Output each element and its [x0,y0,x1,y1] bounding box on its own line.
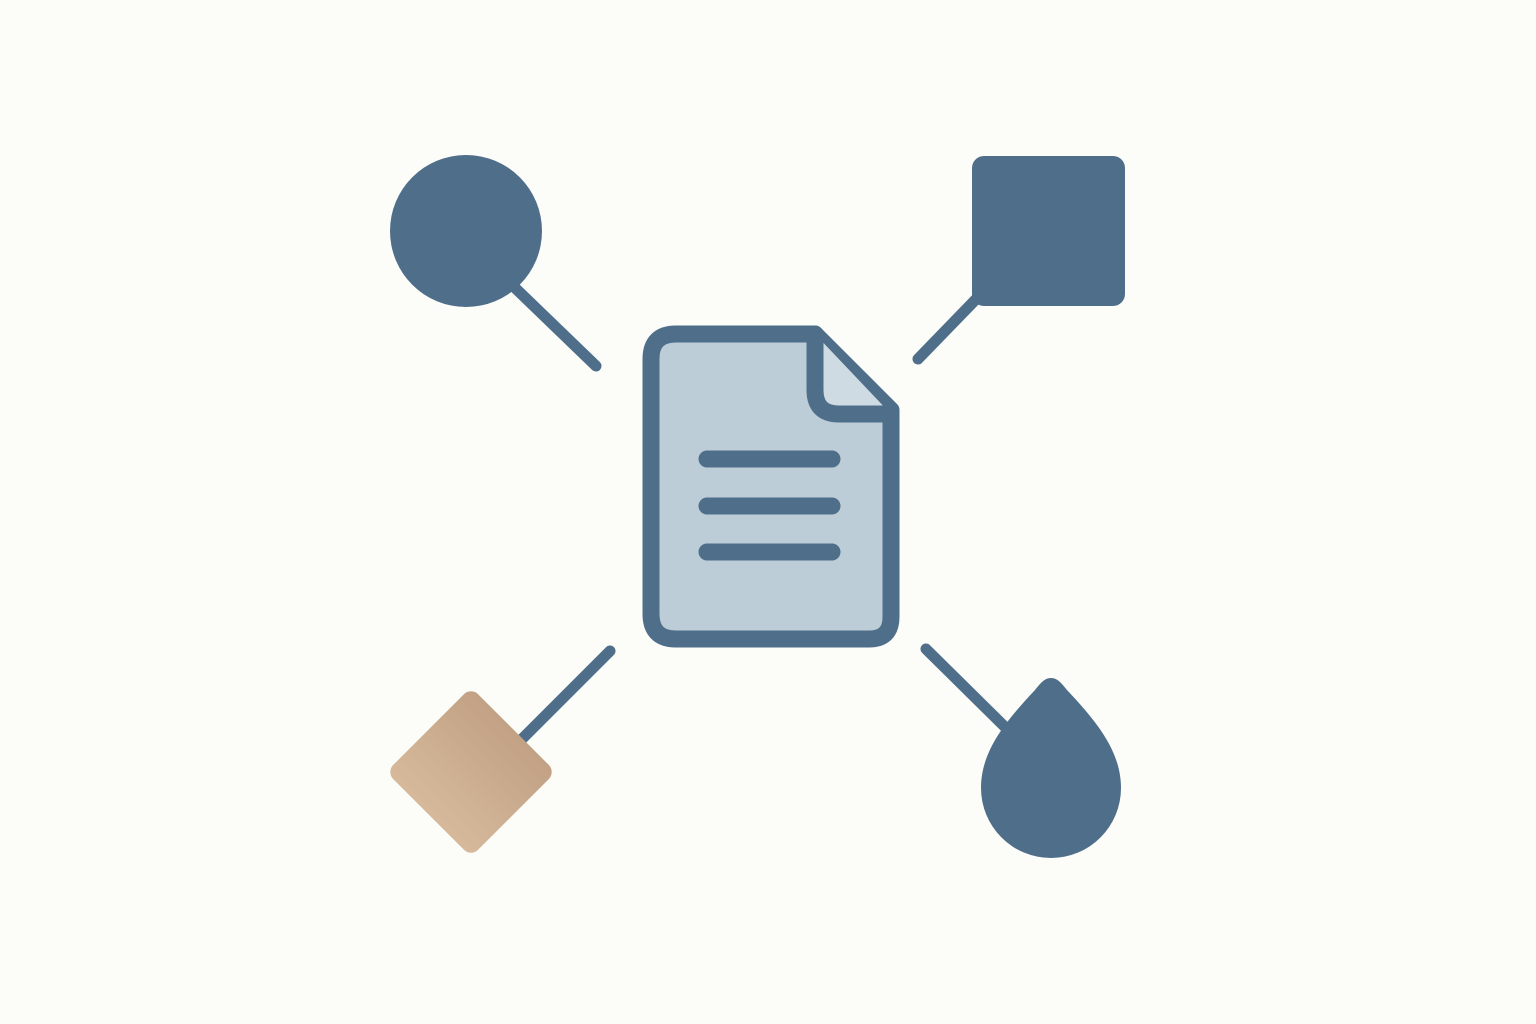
square-icon [972,156,1125,306]
connector-bottom-left [514,645,616,747]
document-text-lines [698,450,841,561]
document-fold [806,325,900,423]
connectors [504,277,1014,747]
connector-top-right [912,287,988,365]
circle-icon [390,155,542,307]
connector-top-left [504,277,602,372]
droplet-icon [981,678,1121,858]
connector-bottom-right [920,643,1014,736]
diamond-icon [390,691,552,853]
document-icon [642,325,900,648]
